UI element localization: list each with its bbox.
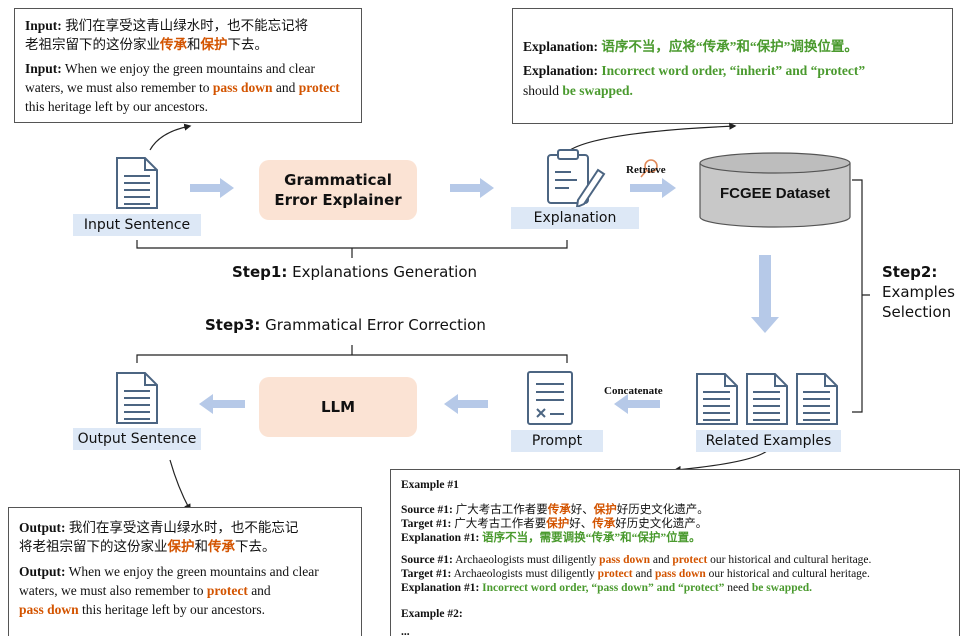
- explainer-line2: Error Explainer: [274, 191, 402, 209]
- step1-bracket: [136, 240, 568, 258]
- prompt-label: Prompt: [511, 430, 603, 452]
- step3-text: Grammatical Error Correction: [265, 316, 486, 334]
- input-text-box: Input: 我们在享受这青山绿水时，也不能忘记将老祖宗留下的这份家业传承和保护…: [14, 8, 362, 123]
- example-ellipsis: ...: [401, 626, 410, 638]
- step2-bracket: [852, 179, 870, 413]
- output-en: Output: When we enjoy the green mountain…: [19, 564, 319, 617]
- arrow-input-to-box: [149, 123, 192, 151]
- arrow-examples-to-prompt: [614, 394, 660, 414]
- output-zh: Output: 我们在享受这青山绿水时，也不能忘记将老祖宗留下的这份家业保护和传…: [19, 520, 299, 554]
- output-document-icon: [116, 372, 158, 424]
- step2-caption: Step2: Examples Selection: [882, 262, 955, 322]
- example1-title: Example #1: [401, 479, 459, 491]
- arrow-explainer-to-explanation: [450, 178, 494, 198]
- input-en: Input: When we enjoy the green mountains…: [25, 61, 340, 114]
- arrow-dataset-to-examples: [751, 255, 779, 333]
- arrow-explanation-to-box: [569, 122, 737, 151]
- example1-explanation-zh: Explanation #1: 语序不当，需要调换“传承”和“保护”位置。: [401, 532, 701, 544]
- llm-box: LLM: [259, 377, 417, 437]
- clipboard-pen-icon: [547, 149, 606, 209]
- step1-caption: Step1: Explanations Generation: [232, 263, 477, 281]
- related-examples-label: Related Examples: [696, 430, 841, 452]
- example2-title: Example #2:: [401, 608, 463, 620]
- example1-explanation-en: Explanation #1: Incorrect word order, “p…: [401, 582, 812, 594]
- step1-bold: Step1:: [232, 263, 288, 281]
- example1-target-zh: Target #1: 广大考古工作者要保护好、传承好历史文化遗产。: [401, 518, 708, 530]
- concatenate-label: Concatenate: [604, 385, 663, 397]
- explanation-text-box: Explanation: 语序不当，应将“传承”和“保护”调换位置。 Expla…: [512, 8, 953, 124]
- explainer-line1: Grammatical: [284, 171, 392, 189]
- step3-bold: Step3:: [205, 316, 261, 334]
- flow-arrows: [190, 178, 779, 414]
- step1-text: Explanations Generation: [292, 263, 478, 281]
- arrow-llm-to-output: [199, 394, 245, 414]
- step2-bold: Step2:: [882, 263, 938, 281]
- arrow-output-to-box: [169, 459, 191, 512]
- step3-bracket: [136, 345, 568, 363]
- dataset-label: FCGEE Dataset: [719, 185, 831, 202]
- related-examples-icons: [696, 373, 838, 425]
- dataset-cylinder-icon: [699, 152, 851, 228]
- explanation-label: Explanation: [511, 207, 639, 229]
- examples-text-box: Example #1 Source #1: 广大考古工作者要传承好、保护好历史文…: [390, 469, 960, 638]
- llm-label: LLM: [320, 398, 356, 416]
- output-sentence-label: Output Sentence: [73, 428, 201, 450]
- explanation-zh: Explanation: 语序不当，应将“传承”和“保护”调换位置。: [523, 39, 858, 54]
- step2-line1: Examples: [882, 283, 955, 301]
- step3-caption: Step3: Grammatical Error Correction: [205, 316, 486, 334]
- explanation-en: Explanation: Incorrect word order, “inhe…: [523, 63, 866, 98]
- example1-target-en: Target #1: Archaeologists must diligentl…: [401, 568, 870, 580]
- example1-source-zh: Source #1: 广大考古工作者要传承好、保护好历史文化遗产。: [401, 504, 709, 516]
- arrow-prompt-to-llm: [444, 394, 488, 414]
- example1-source-en: Source #1: Archaeologists must diligentl…: [401, 554, 872, 566]
- step2-line2: Selection: [882, 303, 952, 321]
- arrow-input-to-explainer: [190, 178, 234, 198]
- retrieve-label: Retrieve: [626, 164, 666, 176]
- input-zh: Input: 我们在享受这青山绿水时，也不能忘记将老祖宗留下的这份家业传承和保护…: [25, 18, 309, 52]
- output-text-box: Output: 我们在享受这青山绿水时，也不能忘记将老祖宗留下的这份家业保护和传…: [8, 507, 362, 636]
- search-icon: [640, 159, 658, 178]
- prompt-document-icon: [527, 371, 573, 425]
- input-sentence-label: Input Sentence: [73, 214, 201, 236]
- arrow-retrieve: [630, 178, 676, 198]
- input-document-icon: [116, 157, 158, 209]
